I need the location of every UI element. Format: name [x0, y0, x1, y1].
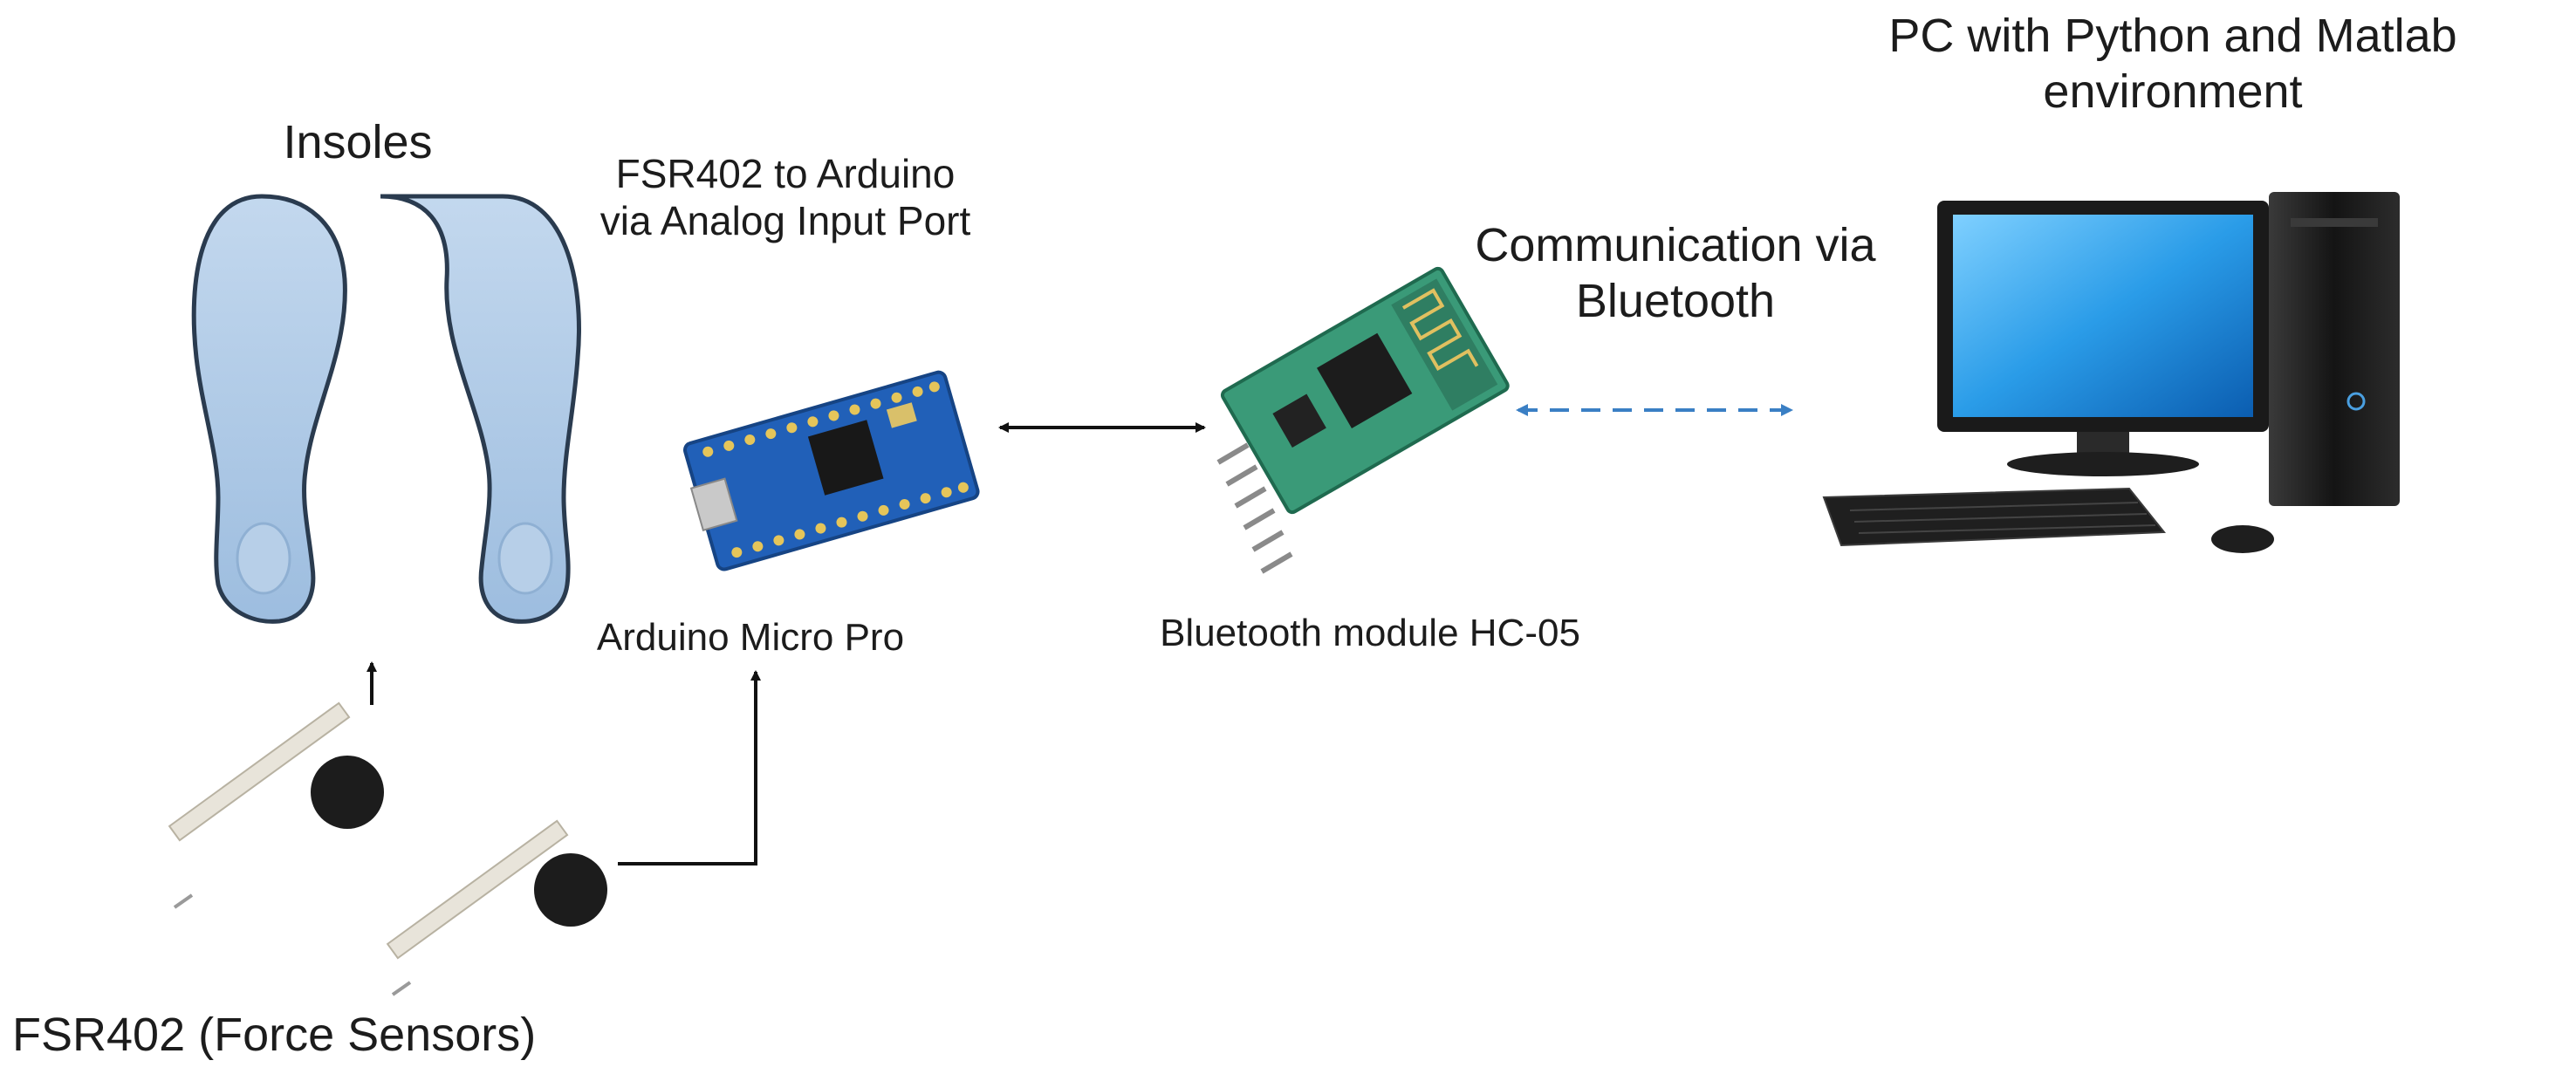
communication-label: Communication via Bluetooth: [1475, 219, 1876, 327]
arduino-chip: [807, 420, 884, 496]
force-sensor-2: [386, 819, 607, 996]
power-button-icon: [2346, 392, 2366, 411]
force-sensor-1: [168, 701, 384, 909]
arduino-label: Arduino Micro Pro: [596, 616, 905, 659]
right-insole: [380, 194, 581, 624]
sensor-1-disc: [311, 756, 384, 829]
sensor-2-lead: [391, 981, 412, 996]
bluetooth-module-label: Bluetooth module HC-05: [1160, 612, 1580, 654]
arduino-pins: [702, 381, 969, 558]
tower-drive: [2291, 218, 2378, 227]
right-insole-heel: [497, 522, 553, 595]
monitor-base: [2007, 452, 2199, 476]
sensor-1-tail: [168, 701, 351, 842]
sensors-label: FSR402 (Force Sensors): [12, 1009, 537, 1061]
insoles-label: Insoles: [283, 116, 433, 168]
keyboard: [1822, 487, 2167, 547]
sensor-2-disc: [534, 853, 607, 927]
arduino-crystal: [886, 402, 917, 428]
arduino-usb: [689, 477, 738, 531]
left-insole: [191, 194, 347, 624]
bt-chip-main: [1317, 332, 1413, 428]
tower: [2269, 192, 2400, 506]
bt-header-pins: [1216, 442, 1293, 574]
sensor-2-tail: [386, 819, 569, 960]
left-insole-heel: [236, 522, 291, 595]
sensor-1-lead: [173, 893, 194, 909]
pc-image: [1822, 192, 2400, 553]
bt-chip-small: [1272, 393, 1326, 448]
bt-antenna-trace: [1401, 288, 1479, 372]
arduino-board-image: [682, 370, 980, 571]
insoles-image: [191, 194, 581, 624]
bluetooth-module-image: [1216, 266, 1510, 574]
sensor-to-arduino-wire: [618, 670, 761, 865]
fsr-to-arduino-label: FSR402 to Arduino via Analog Input Port: [599, 151, 971, 244]
keyboard-keys: [1849, 502, 2156, 534]
pc-label: PC with Python and Matlab environment: [1888, 10, 2457, 118]
mouse: [2211, 525, 2274, 553]
monitor-screen: [1953, 215, 2253, 417]
